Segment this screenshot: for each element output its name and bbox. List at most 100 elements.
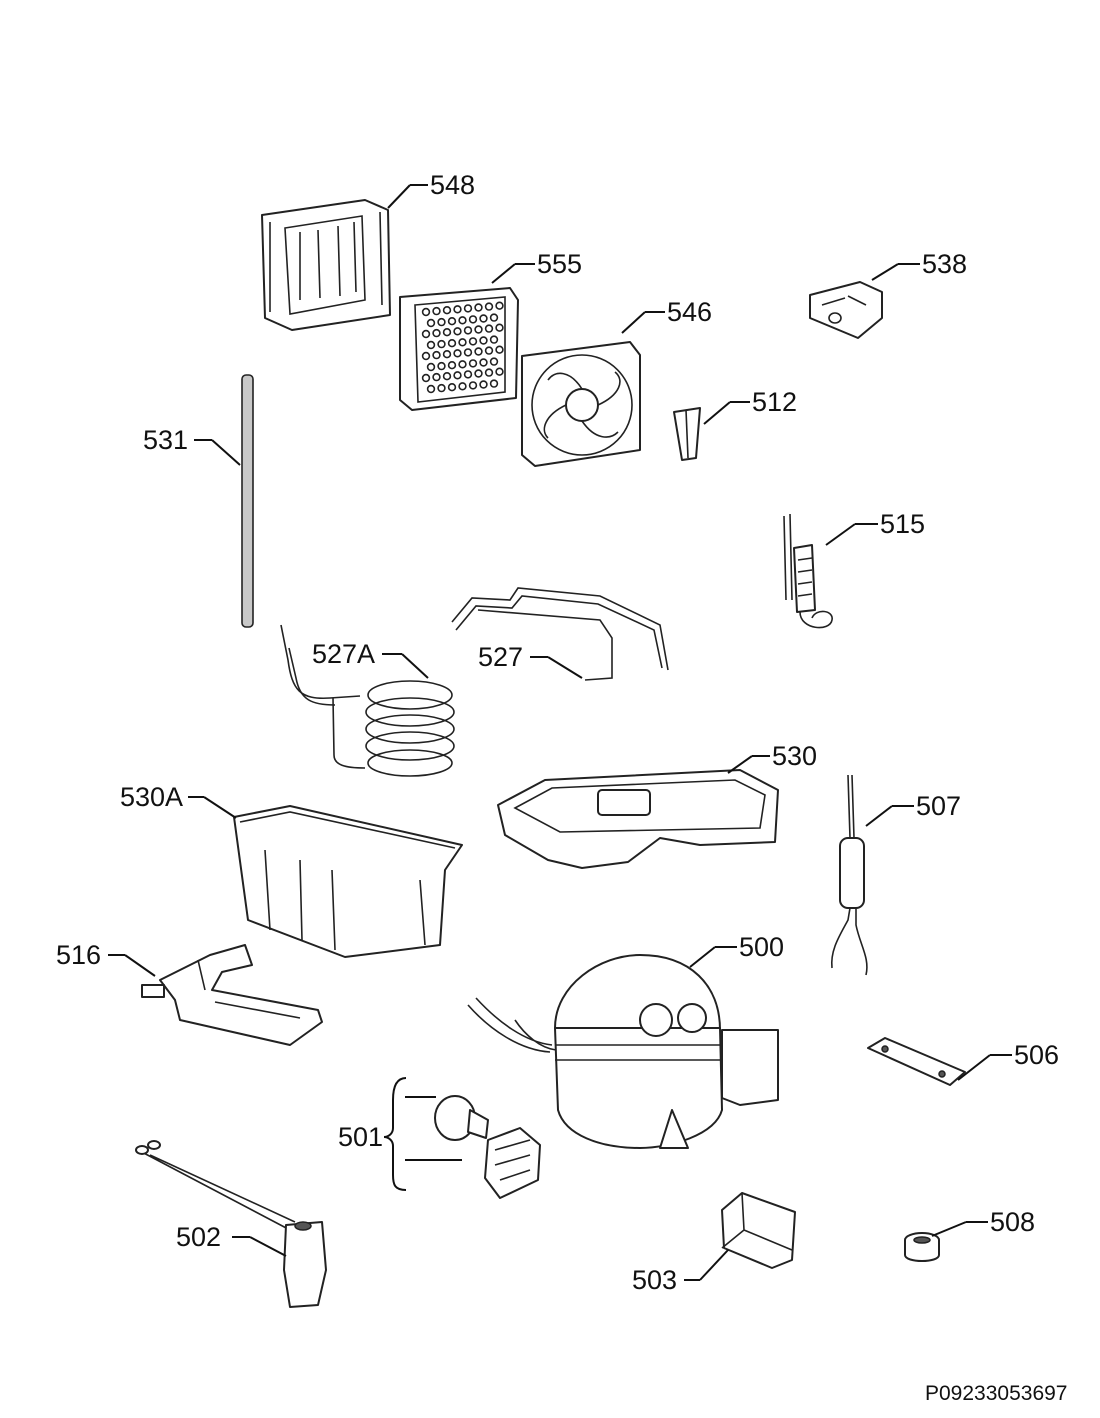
grille-hole [432, 328, 441, 338]
label-502: 502 [176, 1222, 221, 1252]
grille-hole [453, 327, 462, 336]
grille-hole [484, 324, 494, 333]
leader-555 [491, 263, 516, 284]
label-530: 530 [772, 741, 817, 771]
grille-hole [484, 302, 494, 311]
grille-hole [468, 315, 478, 324]
grille-hole [453, 305, 462, 314]
label-503: 503 [632, 1265, 677, 1295]
grille-hole [437, 317, 446, 327]
grille-hole [489, 357, 499, 366]
grille-hole [453, 371, 462, 380]
part-530: 530 [497, 741, 817, 869]
leader-512 [703, 401, 731, 425]
part-555: 555 [399, 249, 582, 411]
grille-hole [442, 350, 452, 359]
label-506: 506 [1014, 1040, 1059, 1070]
grille-hole [474, 347, 483, 356]
part-500: 500 [467, 932, 784, 1149]
grille-hole [474, 369, 483, 378]
label-527: 527 [478, 642, 523, 672]
grille-hole [453, 349, 462, 358]
grille-hole [479, 314, 488, 323]
leader-502 [249, 1236, 287, 1257]
grille-hole [479, 380, 488, 389]
label-538: 538 [922, 249, 967, 279]
grille-hole [437, 361, 446, 371]
grille-hole [495, 367, 504, 376]
label-548: 548 [430, 170, 475, 200]
grille-hole [495, 323, 504, 332]
grille-hole [447, 317, 457, 326]
part-506: 506 [867, 1037, 1059, 1086]
label-531: 531 [143, 425, 188, 455]
leader-527 [547, 656, 583, 679]
part-501: 501 [338, 1077, 541, 1199]
leader-546 [621, 311, 646, 334]
grille-hole [437, 383, 446, 393]
drawing-code: P09233053697 [925, 1382, 1067, 1405]
grille-hole [421, 329, 431, 339]
label-527A: 527A [312, 639, 375, 669]
grille-hole [458, 382, 467, 391]
grille-hole [489, 313, 499, 322]
grille-hole [495, 345, 504, 354]
label-508: 508 [990, 1207, 1035, 1237]
grille-hole [421, 307, 431, 317]
grille-hole [463, 370, 473, 379]
leader-508 [931, 1221, 967, 1237]
part-515: 515 [783, 509, 925, 629]
grille-hole [468, 381, 478, 390]
label-515: 515 [880, 509, 925, 539]
grille-hole [426, 340, 436, 350]
grille-hole [426, 362, 436, 372]
grille-holes [421, 301, 504, 394]
part-538: 538 [809, 249, 967, 339]
grille-hole [432, 372, 441, 382]
grille-hole [474, 325, 483, 334]
part-530A: 530A [120, 782, 463, 958]
grille-hole [426, 318, 436, 328]
grille-hole [426, 384, 436, 394]
leader-516 [124, 954, 156, 977]
grille-hole [489, 335, 499, 344]
leader-506 [957, 1054, 991, 1081]
leader-538 [871, 263, 899, 281]
grille-hole [437, 339, 446, 349]
leader-527A [401, 653, 429, 679]
label-500: 500 [739, 932, 784, 962]
grille-hole [447, 383, 457, 392]
label-507: 507 [916, 791, 961, 821]
grille-hole [458, 360, 467, 369]
leader-503 [699, 1249, 729, 1281]
part-531: 531 [143, 374, 254, 628]
label-555: 555 [537, 249, 582, 279]
part-502: 502 [135, 1140, 327, 1308]
grille-hole [484, 346, 494, 355]
grille-hole [447, 339, 457, 348]
label-501: 501 [338, 1122, 383, 1152]
grille-hole [479, 358, 488, 367]
leader-500 [689, 946, 716, 968]
leader-531 [211, 439, 241, 466]
grille-hole [468, 337, 478, 346]
part-503: 503 [632, 1192, 796, 1295]
part-546: 546 [521, 297, 712, 467]
part-507: 507 [830, 774, 961, 976]
leader-507 [865, 805, 893, 827]
part-548: 548 [261, 170, 475, 331]
part-512: 512 [673, 387, 797, 461]
label-530A: 530A [120, 782, 183, 812]
label-546: 546 [667, 297, 712, 327]
part-516: 516 [56, 940, 323, 1046]
grille-hole [474, 303, 483, 312]
grille-hole [463, 348, 473, 357]
grille-hole [421, 351, 431, 361]
grille-hole [442, 372, 452, 381]
part-527: 527 [451, 587, 669, 681]
leader-530 [727, 755, 753, 774]
grille-hole [479, 336, 488, 345]
part-508: 508 [904, 1207, 1035, 1262]
